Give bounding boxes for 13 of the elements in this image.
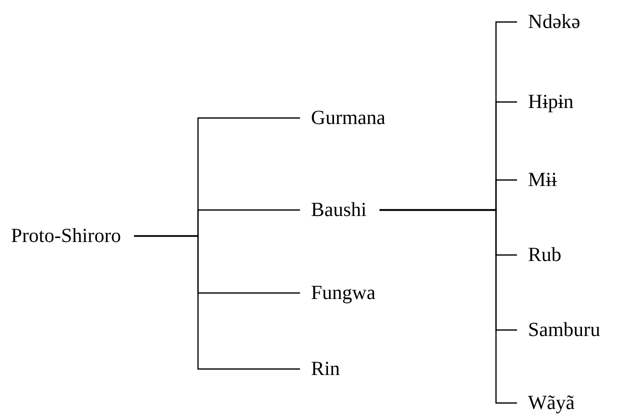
language-name: Rin xyxy=(310,357,341,381)
language-name: Baushi xyxy=(310,198,368,222)
language-name: Ndəkə xyxy=(527,10,582,34)
language-name: Mɨɨ xyxy=(527,168,558,192)
language-name: Rub xyxy=(527,243,562,267)
language-name: Samburu xyxy=(527,318,602,342)
language-name: Fungwa xyxy=(310,281,376,305)
language-name: Wãyã xyxy=(527,391,576,415)
language-name: Hɨpɨn xyxy=(527,90,575,114)
language-name: Gurmana xyxy=(310,106,386,130)
tree-branch-line xyxy=(380,209,517,404)
language-name: Proto-Shiroro xyxy=(10,224,122,248)
tree-branch-line xyxy=(134,235,300,370)
